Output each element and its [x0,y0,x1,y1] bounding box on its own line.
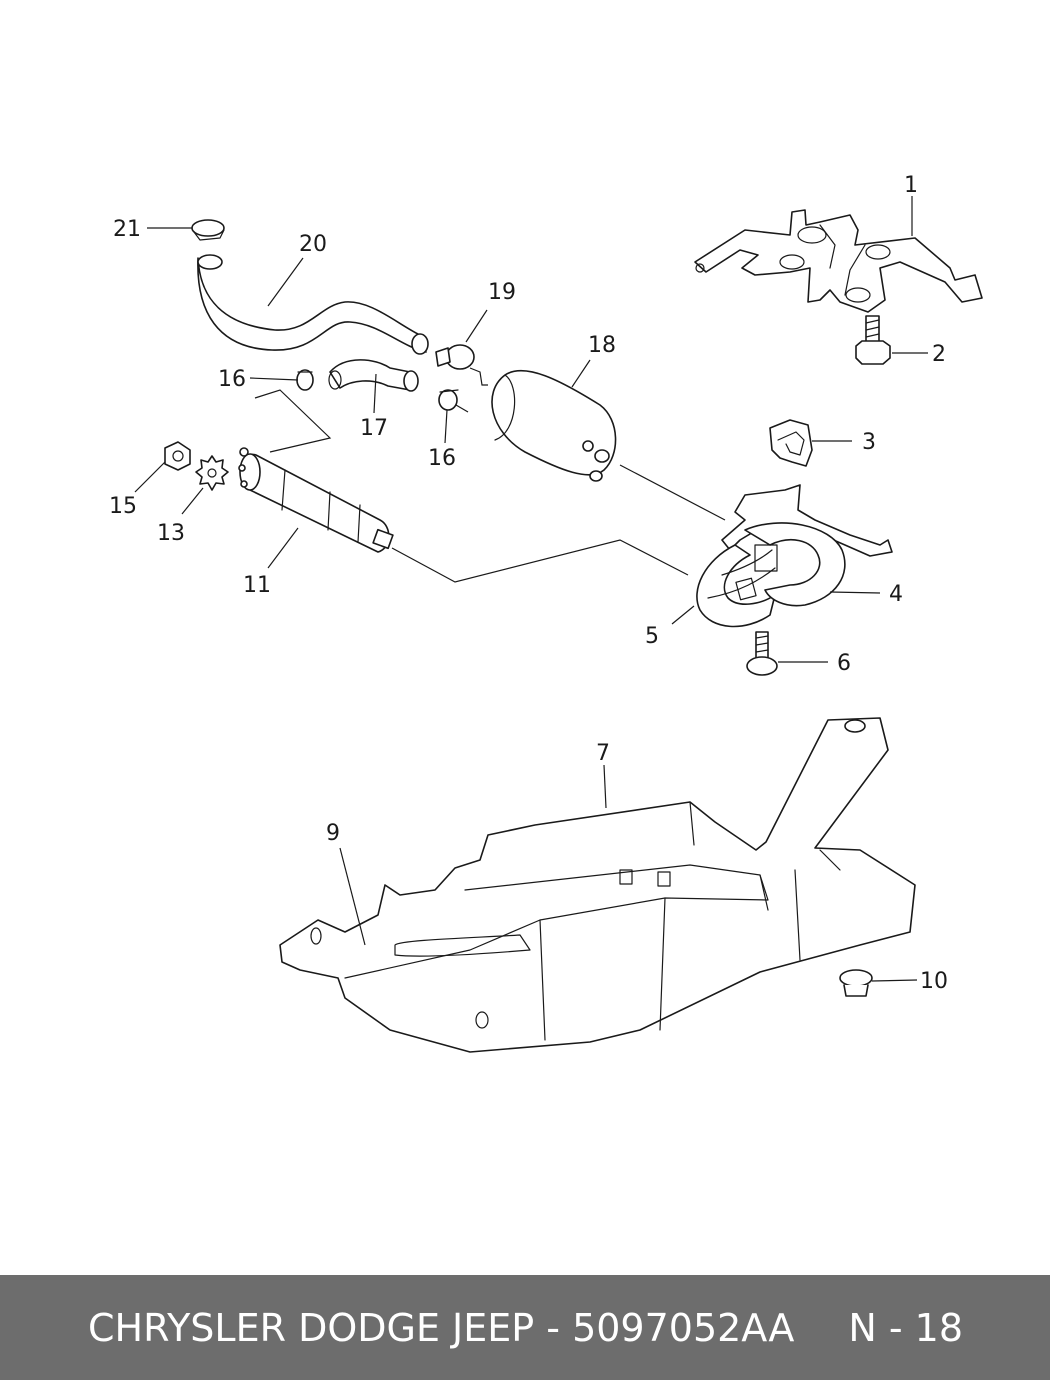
footer-bar: CHRYSLER DODGE JEEP - 5097052AA N - 18 [0,1275,1050,1380]
part-13-star-washer [195,455,229,491]
footer-page-ref: N - 18 [848,1305,964,1350]
callout-15: 15 [109,494,137,519]
part-6-bolt [746,631,778,676]
footer-brand: CHRYSLER DODGE JEEP [88,1305,535,1350]
callout-11: 11 [243,573,271,598]
part-20-long-hose [197,254,429,355]
footer-part-number: 5097052AA [572,1305,795,1350]
callout-3: 3 [862,430,876,455]
callout-5: 5 [645,624,659,649]
leader-lines [134,196,928,982]
part-11-fuel-pump [238,447,394,553]
part-17-short-hose [328,359,419,392]
callout-2: 2 [932,342,946,367]
callout-17: 17 [360,416,388,441]
callout-19: 19 [488,280,516,305]
callout-21: 21 [113,217,141,242]
callout-18: 18 [588,333,616,358]
part-16-hose-clamp-right [438,389,459,411]
callout-16-left: 16 [218,367,246,392]
part-15-nut [164,441,191,471]
part-3-clip [769,419,813,467]
callout-1: 1 [904,173,918,198]
part-4-5-clamp-assembly [696,484,893,628]
routing-lines [254,367,726,583]
exploded-parts-diagram: 1 2 3 4 5 6 7 9 10 11 13 15 16 16 17 18 … [109,173,983,1053]
callout-labels: 1 2 3 4 5 6 7 9 10 11 13 15 16 16 17 18 … [109,173,948,994]
callout-9: 9 [326,821,340,846]
part-7-skid-plate [279,717,916,1053]
callout-6: 6 [837,651,851,676]
callout-7: 7 [596,741,610,766]
callout-20: 20 [299,232,327,257]
part-10-flange-nut [839,969,873,997]
part-16-hose-clamp-left [296,369,314,391]
part-21-clamp [191,219,225,241]
part-2-bolt [855,315,891,365]
callout-16-right: 16 [428,446,456,471]
part-19-clamp [435,344,475,370]
callout-4: 4 [889,582,903,607]
part-18-fuel-filter [491,369,617,482]
callout-13: 13 [157,521,185,546]
footer-separator: - [534,1305,573,1350]
callout-10: 10 [920,969,948,994]
part-1-mounting-bracket [694,209,983,313]
